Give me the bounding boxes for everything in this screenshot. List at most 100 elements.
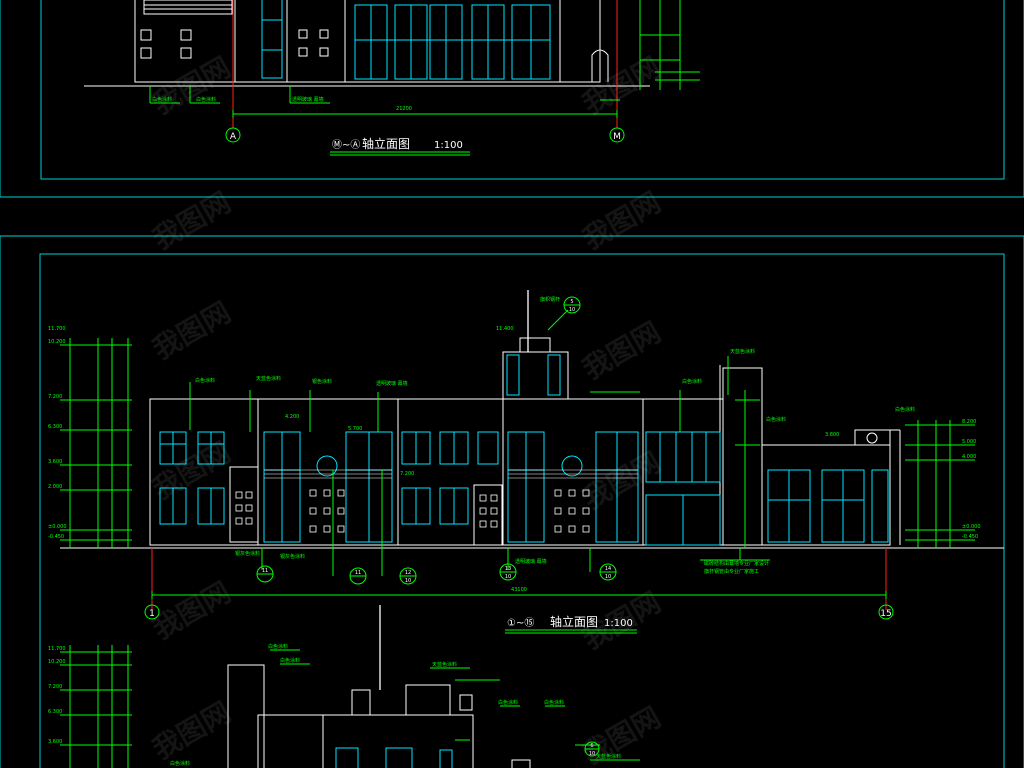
main-note-5: 白色涂料 xyxy=(682,378,702,385)
elev-mid-1: 11.400 xyxy=(496,326,514,332)
watermark-9: 我图网 xyxy=(147,695,236,766)
elev-left-1: 11.700 xyxy=(48,326,66,332)
main-note-1: 白色涂料 xyxy=(195,377,215,384)
watermark-11: 我图网 xyxy=(147,50,236,121)
main-dimension-lines xyxy=(60,309,975,599)
elev-mid-2: 7.200 xyxy=(400,471,414,477)
detail-ref-5-sheet: 10 xyxy=(569,307,575,313)
watermark-4: 我图网 xyxy=(577,315,666,386)
main-note-7: 白色涂料 xyxy=(895,406,915,413)
bottom-note-5: 白色涂料 xyxy=(544,699,564,706)
axis-label-1: 1 xyxy=(149,609,155,619)
elev-left-5: 3.600 xyxy=(48,459,62,465)
bottom-note-7: 白色涂料 xyxy=(170,760,190,767)
watermark-12: 我图网 xyxy=(577,50,666,121)
elev-right-1: 8.200 xyxy=(962,419,976,425)
main-axis-bubbles: 1 15 xyxy=(144,604,894,620)
elev-right-3: 4.000 xyxy=(962,454,976,460)
top-title-text: 轴立面图 xyxy=(362,136,410,151)
elev-right-2: 5.000 xyxy=(962,439,976,445)
main-overall-dimension: 43100 xyxy=(511,587,527,593)
axis-label-m: M xyxy=(613,132,621,142)
watermark-1: 我图网 xyxy=(147,185,236,256)
main-sheet-title: ①~⑮ 轴立面图 1:100 xyxy=(505,614,637,634)
bottom-elevation: 6 10 白色涂料 白色涂料 天蓝色涂料 白色涂料 白色涂料 天蓝色涂料 白色涂… xyxy=(48,605,640,768)
top-note-2: 白色涂料 xyxy=(196,96,216,103)
bottom-elev-5: 3.600 xyxy=(48,739,62,745)
main-note-3: 银色涂料 xyxy=(312,378,332,385)
detail-ref-bubbles xyxy=(256,296,617,585)
bottom-elev-1: 11.700 xyxy=(48,646,66,652)
watermark-6: 我图网 xyxy=(577,445,666,516)
top-axis-bubbles: A M xyxy=(225,127,625,143)
watermark-3: 我图网 xyxy=(147,295,236,366)
main-note-4: 透明玻璃 幕墙 xyxy=(376,380,408,387)
elev-mid-4: 5.700 xyxy=(348,426,362,432)
main-note-10: 磁砖结构由幕墙专业厂家设计 xyxy=(704,560,769,567)
elev-left-4: 6.300 xyxy=(48,424,62,430)
detail-ref-14: 14 xyxy=(605,566,611,572)
bottom-detail-ref-sheet: 10 xyxy=(589,751,595,757)
main-title-scale: 1:100 xyxy=(604,618,633,629)
top-sheet-outer-frame xyxy=(0,0,1024,198)
louvres xyxy=(264,469,638,479)
watermarks: 我图网 我图网 我图网 我图网 我图网 我图网 我图网 我图网 我图网 我图网 … xyxy=(147,50,666,768)
top-sheet-inner-frame xyxy=(40,0,1005,180)
bottom-elev-4: 6.300 xyxy=(48,709,62,715)
elevation-marks: 11.700 10.200 7.200 6.300 3.600 2.000 ±0… xyxy=(48,326,981,540)
main-annotations: 白色涂料 天蓝色涂料 银色涂料 透明玻璃 幕墙 白色涂料 天蓝色涂料 白色涂料 … xyxy=(195,296,915,575)
main-note-11: 旗杆钢管由专业厂家施工 xyxy=(704,568,759,575)
main-elevation: 1 15 43100 5 10 11 11 12 10 13 10 14 10 xyxy=(48,290,1004,634)
detail-ref-14-sheet: 10 xyxy=(605,574,611,580)
detail-ref-5: 5 xyxy=(570,299,573,305)
elev-left-8: -0.450 xyxy=(48,534,64,540)
main-title-text: 轴立面图 xyxy=(550,614,598,629)
watermark-2: 我图网 xyxy=(577,185,666,256)
elev-left-7: ±0.000 xyxy=(48,524,67,530)
middle-sheet-inner-frame xyxy=(39,253,1005,768)
elev-right-5: -0.450 xyxy=(962,534,978,540)
bottom-detail-ref: 6 xyxy=(590,743,593,749)
axis-label-15: 15 xyxy=(880,609,891,619)
main-note-2: 天蓝色涂料 xyxy=(256,375,281,382)
bottom-detail-bubble: 6 10 xyxy=(584,741,600,757)
watermark-10: 我图网 xyxy=(577,700,666,768)
elev-right-4: ±0.000 xyxy=(962,524,981,530)
top-overall-dimension: 21200 xyxy=(396,106,412,112)
top-title-prefix: Ⓜ~Ⓐ xyxy=(332,139,360,151)
detail-ref-12-sheet: 10 xyxy=(405,578,411,584)
top-elevation: A M 21200 白色涂料 白色涂料 透明玻璃 幕墙 Ⓜ~Ⓐ 轴立面图 1:1… xyxy=(84,0,700,156)
top-note-3: 透明玻璃 幕墙 xyxy=(292,96,324,103)
bottom-note-1: 白色涂料 xyxy=(268,643,288,650)
detail-ref-12: 12 xyxy=(405,570,411,576)
vent-grid xyxy=(235,489,590,533)
middle-sheet-outer-frame xyxy=(0,235,1024,768)
main-roof-note: 旗帜钢杆 xyxy=(540,296,560,303)
elev-mid-5: 3.800 xyxy=(825,432,839,438)
bottom-note-4: 白色涂料 xyxy=(498,699,518,706)
bottom-elev-3: 7.200 xyxy=(48,684,62,690)
elev-left-2: 10.200 xyxy=(48,339,66,345)
bottom-elev-2: 10.200 xyxy=(48,659,66,665)
top-title-scale: 1:100 xyxy=(434,140,463,151)
detail-ref-13-sheet: 10 xyxy=(505,574,511,580)
watermark-7: 我图网 xyxy=(147,575,236,646)
detail-ref-11b: 11 xyxy=(355,570,361,576)
main-note-13: 白色涂料 xyxy=(766,416,786,423)
watermark-8: 我图网 xyxy=(577,585,666,656)
detail-ref-13: 13 xyxy=(505,566,511,572)
main-note-9: 透明玻璃 幕墙 xyxy=(515,558,547,565)
top-note-1: 白色涂料 xyxy=(152,96,172,103)
main-note-12: 银灰色涂料 xyxy=(235,550,260,557)
top-sheet-title: Ⓜ~Ⓐ 轴立面图 1:100 xyxy=(330,136,470,156)
elev-mid-3: 4.200 xyxy=(285,414,299,420)
axis-label-a: A xyxy=(230,132,237,142)
bottom-note-3: 天蓝色涂料 xyxy=(432,661,457,668)
main-windows xyxy=(159,354,889,546)
bottom-note-2: 白色涂料 xyxy=(280,657,300,664)
elev-left-3: 7.200 xyxy=(48,394,62,400)
main-title-prefix: ①~⑮ xyxy=(507,617,534,629)
detail-ref-11: 11 xyxy=(262,568,268,574)
